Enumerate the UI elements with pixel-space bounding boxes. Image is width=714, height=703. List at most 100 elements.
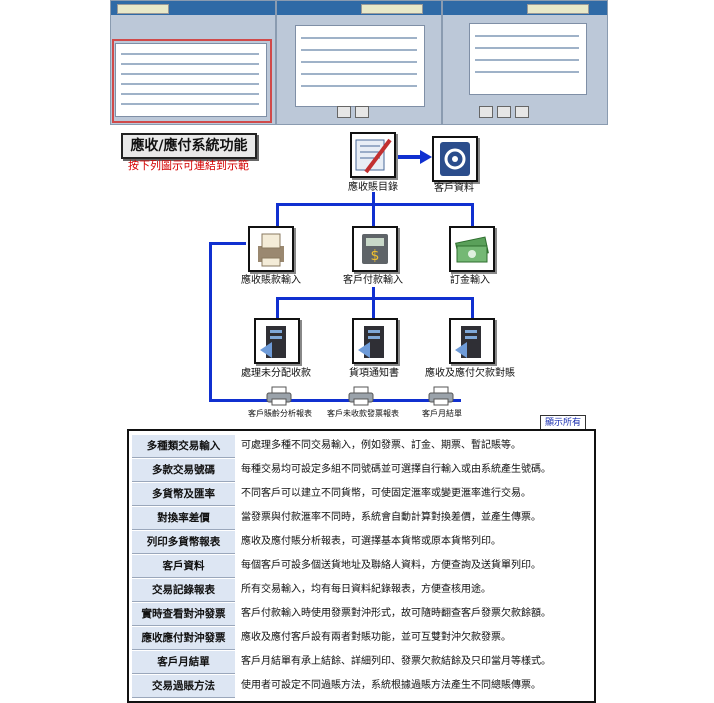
- table-row: 多種類交易輸入 可處理多種不同交易輸入，例如發票、訂金、期票、暫記賬等。: [129, 435, 594, 459]
- feature-name: 實時查看對沖發票: [132, 603, 235, 626]
- printer-icon[interactable]: [428, 386, 454, 406]
- thumb-line: [475, 35, 579, 37]
- feature-name: 客戶資料: [132, 555, 235, 578]
- reconcile-label[interactable]: 應收及應付欠款對賬: [425, 368, 515, 379]
- table-row: 交易過賬方法 使用者可設定不同過賬方法，系統根據過賬方法產生不同總賬傳票。: [129, 675, 594, 699]
- thumb-banner: [361, 4, 423, 14]
- page-title: 應收/應付系統功能: [121, 133, 257, 159]
- printer-icon[interactable]: [266, 386, 292, 406]
- table-row: 列印多貨幣報表 應收及應付賬分析報表，可選擇基本貨幣或原本貨幣列印。: [129, 531, 594, 555]
- notice-node[interactable]: [352, 318, 398, 364]
- contact-card-icon: [440, 142, 470, 176]
- thumb-line: [121, 73, 259, 75]
- feature-name: 多種類交易輸入: [132, 435, 235, 458]
- feature-desc: 不同客戶可以建立不同貨幣，可使固定滙率或變更滙率進行交易。: [241, 488, 531, 499]
- connector-ledger-down: [372, 192, 375, 206]
- thumb-line: [301, 61, 417, 63]
- report-label-unpaid[interactable]: 客戶未收款發票報表: [327, 409, 399, 418]
- feature-name: 應收應付對沖發票: [132, 627, 235, 650]
- thumb-toolbar-button: [515, 106, 529, 118]
- feature-desc: 客戶月結單有承上結餘、詳細列印、發票欠款結餘及只印當月等樣式。: [241, 656, 551, 667]
- receipt-input-node[interactable]: [248, 226, 294, 272]
- thumb-toolbar-button: [355, 106, 369, 118]
- screenshot-thumbnail-3[interactable]: [442, 0, 608, 125]
- feature-desc: 應收及應付客戶設有兩者對賬功能，並可互雙對沖欠款發票。: [241, 632, 511, 643]
- thumb-toolbar-button: [337, 106, 351, 118]
- feature-desc: 每個客戶可設多個送貨地址及聯絡人資料，方便查詢及送貨單列印。: [241, 560, 541, 571]
- feature-name: 對換率差價: [132, 507, 235, 530]
- reconcile-node[interactable]: [449, 318, 495, 364]
- server-cabinet-icon: [358, 326, 384, 358]
- receipt-printer-icon: [258, 233, 284, 267]
- payment-input-node[interactable]: $: [352, 226, 398, 272]
- feature-name: 交易過賬方法: [132, 675, 235, 698]
- feature-name: 交易記錄報表: [132, 579, 235, 602]
- receipt-input-label[interactable]: 應收賬款輸入: [241, 275, 301, 286]
- connector-reports-horizontal: [209, 399, 461, 402]
- connector-to-receipt: [276, 203, 279, 227]
- connector-left-vertical: [209, 242, 212, 402]
- feature-desc: 所有交易輸入，均有每日資料紀錄報表，方便查核用途。: [241, 584, 491, 595]
- report-label-aging[interactable]: 客戶賬齡分析報表: [248, 409, 312, 418]
- connector-ledger-to-customer: [398, 155, 424, 159]
- thumb-line: [301, 73, 417, 75]
- feature-desc: 應收及應付賬分析報表，可選擇基本貨幣或原本貨幣列印。: [241, 536, 501, 547]
- connector-to-deposit: [471, 203, 474, 227]
- thumb-line: [121, 83, 259, 85]
- table-row: 多款交易號碼 每種交易均可設定多組不同號碼並可選擇自行輸入或由系統產生號碼。: [129, 459, 594, 483]
- page-subtitle: 按下列圖示可連結到示範: [128, 159, 249, 172]
- connector-payment-down: [372, 287, 375, 299]
- connector-to-reconcile: [471, 297, 474, 319]
- table-row: 客戶月結單 客戶月結單有承上結餘、詳細列印、發票欠款結餘及只印當月等樣式。: [129, 651, 594, 675]
- server-cabinet-icon: [260, 326, 286, 358]
- feature-table: 多種類交易輸入 可處理多種不同交易輸入，例如發票、訂金、期票、暫記賬等。 多款交…: [127, 429, 596, 703]
- connector-to-payment: [372, 203, 375, 227]
- ledger-pen-icon: [355, 138, 392, 174]
- deposit-input-label[interactable]: 訂金輸入: [450, 275, 490, 286]
- feature-name: 客戶月結單: [132, 651, 235, 674]
- ledger-label[interactable]: 應收賬目錄: [348, 182, 398, 193]
- unallocated-node[interactable]: [254, 318, 300, 364]
- printer-icon[interactable]: [348, 386, 374, 406]
- feature-desc: 客戶付款輸入時使用發票對沖形式，故可隨時翻查客戶發票欠款餘額。: [241, 608, 551, 619]
- feature-name: 列印多貨幣報表: [132, 531, 235, 554]
- thumb-line: [121, 53, 259, 55]
- table-row: 客戶資料 每個客戶可設多個送貨地址及聯絡人資料，方便查詢及送貨單列印。: [129, 555, 594, 579]
- connector-to-notice: [372, 297, 375, 319]
- unallocated-label[interactable]: 處理未分配收款: [241, 368, 311, 379]
- thumb-banner: [527, 4, 589, 14]
- table-row: 對換率差價 當發票與付款滙率不同時，系統會自動計算對換差價，並產生傳票。: [129, 507, 594, 531]
- thumb-line: [475, 71, 579, 73]
- notice-label[interactable]: 貨項通知書: [349, 368, 399, 379]
- table-row: 應收應付對沖發票 應收及應付客戶設有兩者對賬功能，並可互雙對沖欠款發票。: [129, 627, 594, 651]
- thumb-line: [301, 37, 417, 39]
- feature-desc: 當發票與付款滙率不同時，系統會自動計算對換差價，並產生傳票。: [241, 512, 541, 523]
- report-label-statement[interactable]: 客戶月結單: [422, 409, 462, 418]
- screenshot-thumbnail-2[interactable]: [276, 0, 442, 125]
- thumb-line: [121, 93, 259, 95]
- table-row: 多貨幣及匯率 不同客戶可以建立不同貨幣，可使固定滙率或變更滙率進行交易。: [129, 483, 594, 507]
- cash-bills-icon: [455, 236, 489, 263]
- table-row: 實時查看對沖發票 客戶付款輸入時使用發票對沖形式，故可隨時翻查客戶發票欠款餘額。: [129, 603, 594, 627]
- payment-input-label[interactable]: 客戶付款輸入: [343, 275, 403, 286]
- arrow-right-icon: [420, 150, 432, 164]
- connector-to-unallocated: [276, 297, 279, 319]
- feature-desc: 可處理多種不同交易輸入，例如發票、訂金、期票、暫記賬等。: [241, 440, 521, 451]
- thumb-toolbar-button: [497, 106, 511, 118]
- feature-name: 多款交易號碼: [132, 459, 235, 482]
- ledger-node[interactable]: [350, 132, 396, 178]
- feature-desc: 每種交易均可設定多組不同號碼並可選擇自行輸入或由系統產生號碼。: [241, 464, 551, 475]
- thumb-line: [301, 49, 417, 51]
- customer-label[interactable]: 客戶資料: [434, 183, 474, 194]
- thumb-banner: [117, 4, 169, 14]
- thumb-line: [475, 59, 579, 61]
- payment-terminal-icon: $: [362, 234, 388, 264]
- screenshot-thumbnail-1[interactable]: [110, 0, 276, 125]
- thumb-selection-frame: [112, 39, 272, 123]
- thumb-line: [121, 63, 259, 65]
- thumb-line: [475, 47, 579, 49]
- deposit-input-node[interactable]: [449, 226, 495, 272]
- customer-node[interactable]: [432, 136, 478, 182]
- thumb-line: [301, 85, 417, 87]
- thumb-line: [121, 103, 259, 105]
